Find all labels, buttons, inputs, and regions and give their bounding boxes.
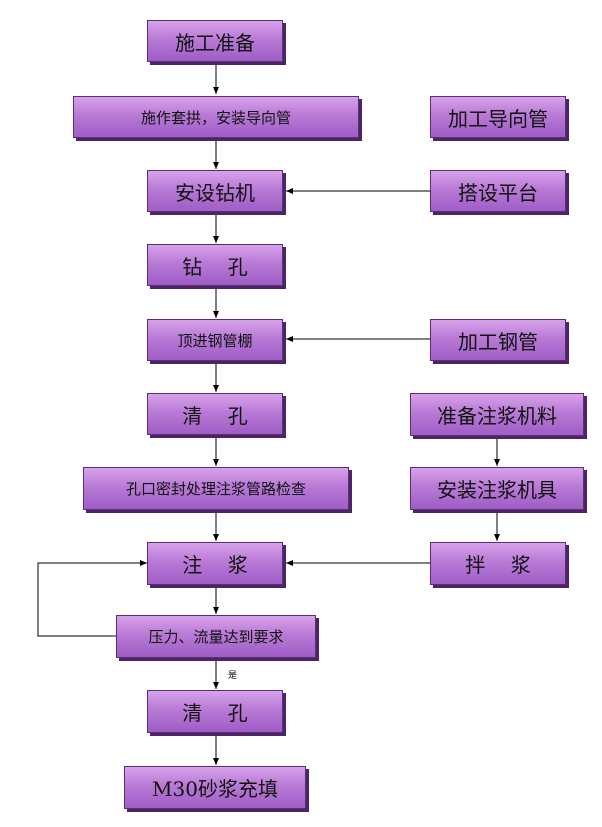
node-n5: 顶进钢管棚 xyxy=(147,319,283,361)
node-n14: 加工钢管 xyxy=(430,319,566,361)
node-n8: 注 浆 xyxy=(147,542,283,585)
edge-label-yes: 是 xyxy=(228,671,238,681)
node-n3: 安设钻机 xyxy=(147,170,283,212)
node-n1: 施工准备 xyxy=(147,20,283,62)
node-n13: 搭设平台 xyxy=(430,170,566,212)
node-n10: 清 孔 xyxy=(147,690,283,733)
node-n4: 钻 孔 xyxy=(147,244,283,286)
node-n17: 拌 浆 xyxy=(430,542,566,585)
node-n15: 准备注浆机料 xyxy=(410,393,584,436)
node-n12: 加工导向管 xyxy=(430,96,566,138)
node-n6: 清 孔 xyxy=(147,393,283,435)
node-n2: 施作套拱，安装导向管 xyxy=(73,96,359,138)
node-n7: 孔口密封处理注浆管路检查 xyxy=(83,467,349,510)
node-n9: 压力、流量达到要求 xyxy=(116,615,316,658)
loop-n9-n8 xyxy=(37,560,147,637)
node-n11: M30砂浆充填 xyxy=(124,766,306,809)
node-n16: 安装注浆机具 xyxy=(410,467,584,510)
